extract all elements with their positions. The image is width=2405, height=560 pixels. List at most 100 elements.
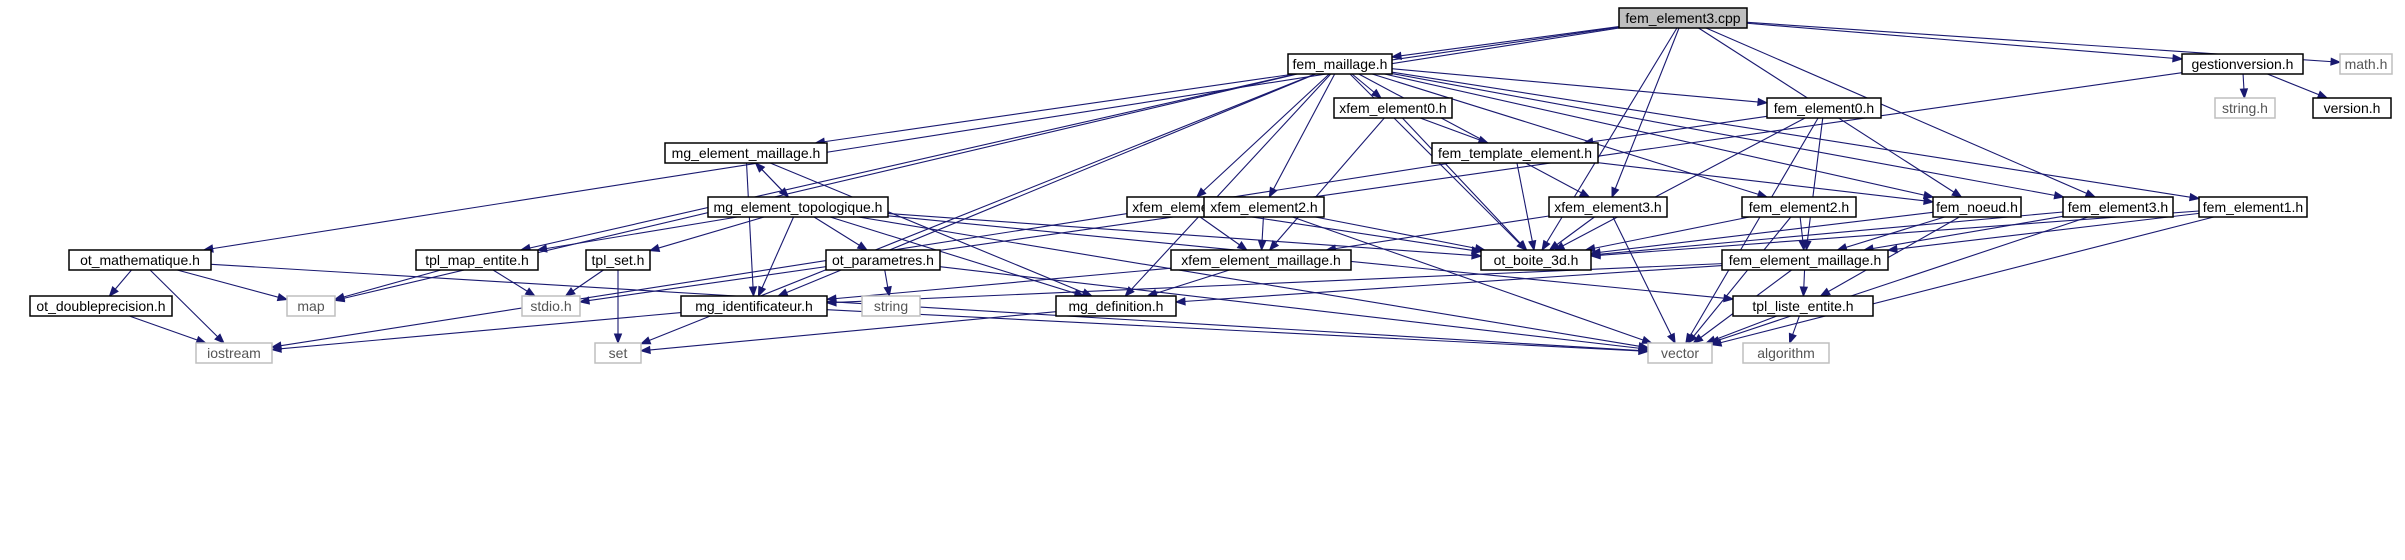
node-fem-noeud[interactable]: fem_noeud.h	[1932, 196, 2022, 218]
node-algorithm: algorithm	[1742, 342, 1830, 364]
node-gestionversion[interactable]: gestionversion.h	[2181, 53, 2304, 75]
node-math: math.h	[2339, 53, 2393, 75]
node-tpl-liste-entite[interactable]: tpl_liste_entite.h	[1732, 295, 1874, 317]
node-label: fem_element3.cpp	[1625, 10, 1740, 26]
node-version[interactable]: version.h	[2312, 97, 2392, 119]
node-label: tpl_liste_entite.h	[1752, 298, 1853, 314]
edge-arrowhead	[748, 286, 758, 298]
edge-arrowhead	[1951, 188, 1963, 198]
edges-layer	[108, 21, 2342, 356]
edge-arrowhead	[1589, 251, 1601, 260]
node-ot-mathematique[interactable]: ot_mathematique.h	[68, 249, 212, 271]
node-xfem-element0[interactable]: xfem_element0.h	[1333, 97, 1453, 119]
node-label: tpl_set.h	[592, 252, 645, 268]
edge-arrowhead	[1257, 240, 1267, 252]
edge-root-to-fem_maillage	[1391, 26, 1620, 58]
node-ot-doubleprecision[interactable]: ot_doubleprecision.h	[29, 295, 173, 317]
node-mg-element-maillage[interactable]: mg_element_maillage.h	[664, 142, 828, 164]
node-fem-element1[interactable]: fem_element1.h	[2198, 196, 2308, 218]
node-box	[415, 249, 539, 271]
edge-ot_mathematique-to-map	[177, 269, 288, 301]
node-fem-element-maillage[interactable]: fem_element_maillage.h	[1721, 249, 1889, 271]
node-vector: vector	[1647, 342, 1713, 364]
edge-xfem_element1-to-xfem_element_maillage	[1199, 216, 1248, 251]
edge-fem_element1-to-fem_element_maillage	[1887, 212, 2200, 251]
edge-arrowhead	[1390, 51, 1402, 60]
node-label: tpl_map_entite.h	[425, 252, 529, 268]
edge-fem_element0-to-fem_element_maillage	[1805, 117, 1824, 251]
edge-arrowhead	[1641, 335, 1653, 344]
node-string: string	[861, 295, 921, 317]
node-mg-element-topologique[interactable]: mg_element_topologique.h	[707, 196, 889, 218]
node-mg-definition[interactable]: mg_definition.h	[1055, 295, 1177, 317]
node-xfem-element2[interactable]: xfem_element2.h	[1203, 196, 1325, 218]
node-box	[1721, 249, 1889, 271]
node-xfem-element3[interactable]: xfem_element3.h	[1548, 196, 1668, 218]
edge-xfem_element_maillage-to-mg_definition	[1147, 269, 1230, 297]
node-box	[1431, 142, 1599, 164]
edge-xfem_element0-to-ot_boite_3d	[1402, 117, 1527, 251]
edge-arrowhead	[1819, 287, 1831, 297]
node-ot-parametres[interactable]: ot_parametres.h	[825, 249, 941, 271]
node-fem-element0[interactable]: fem_element0.h	[1766, 97, 1882, 119]
edge-xfem_element1-to-ot_boite_3d	[1244, 215, 1482, 253]
node-mg-identificateur[interactable]: mg_identificateur.h	[680, 295, 828, 317]
node-label: gestionversion.h	[2192, 56, 2294, 72]
node-fem-maillage[interactable]: fem_maillage.h	[1287, 53, 1393, 75]
node-box	[707, 196, 889, 218]
node-set: set	[594, 342, 642, 364]
node-box	[1618, 7, 1748, 29]
node-string-h: string.h	[2214, 97, 2276, 119]
node-label: string.h	[2222, 100, 2268, 116]
node-label: mg_definition.h	[1069, 298, 1164, 314]
edge-arrowhead	[270, 344, 282, 353]
edge-fem_maillage-to-xfem_element3	[1358, 73, 1590, 198]
edge-fem_maillage-to-xfem_element2	[1268, 73, 1336, 198]
node-fem-element2[interactable]: fem_element2.h	[1741, 196, 1857, 218]
edge-fem_maillage-to-tpl_map_entite	[520, 73, 1297, 251]
node-label: version.h	[2324, 100, 2381, 116]
edge-xfem_element3-to-vector	[1612, 216, 1676, 344]
node-label: fem_element0.h	[1774, 100, 1874, 116]
node-fem-template-element[interactable]: fem_template_element.h	[1431, 142, 1599, 164]
edge-arrowhead	[1611, 186, 1620, 199]
edge-xfem_element3-to-xfem_element_maillage	[1326, 215, 1550, 251]
node-label: xfem_element0.h	[1339, 100, 1446, 116]
edge-arrowhead	[1638, 346, 1650, 356]
edge-fem_element2-to-ot_boite_3d	[1585, 216, 1750, 251]
edge-fem_maillage-to-fem_element0	[1391, 68, 1768, 104]
node-label: mg_element_maillage.h	[672, 145, 821, 161]
node-box	[2339, 53, 2393, 75]
node-root[interactable]: fem_element3.cpp	[1618, 7, 1748, 29]
node-label: fem_template_element.h	[1438, 145, 1592, 161]
edge-fem_element_maillage-to-mg_definition	[1175, 264, 1723, 303]
node-label: ot_parametres.h	[832, 252, 934, 268]
edge-arrowhead	[1081, 288, 1094, 297]
edge-fem_element1-to-ot_boite_3d	[1590, 210, 2200, 257]
edge-fem_maillage-to-fem_element1	[1391, 71, 2200, 200]
node-box	[1742, 342, 1830, 364]
edge-arrowhead	[333, 292, 346, 301]
node-xfem-element-maillage[interactable]: xfem_element_maillage.h	[1170, 249, 1352, 271]
edge-fem_maillage-to-mg_definition	[1124, 73, 1332, 297]
node-ot-boite-3d[interactable]: ot_boite_3d.h	[1480, 249, 1592, 271]
edge-ot_parametres-to-vector	[939, 266, 1649, 350]
node-box	[2312, 97, 2392, 119]
node-box	[680, 295, 828, 317]
node-iostream: iostream	[195, 342, 273, 364]
node-fem-element3[interactable]: fem_element3.h	[2062, 196, 2174, 218]
edge-arrowhead	[2239, 88, 2249, 100]
node-tpl-set[interactable]: tpl_set.h	[585, 249, 651, 271]
edge-fem_template_element-to-ot_boite_3d	[1516, 162, 1535, 251]
edge-arrowhead	[1757, 97, 1769, 107]
edge-arrowhead	[1268, 186, 1278, 199]
edge-ot_mathematique-to-vector	[210, 263, 1649, 352]
node-box	[1203, 196, 1325, 218]
node-tpl-map-entite[interactable]: tpl_map_entite.h	[415, 249, 539, 271]
node-box	[1732, 295, 1874, 317]
edge-mg_identificateur-to-iostream	[271, 312, 682, 351]
edge-arrowhead	[1923, 196, 1935, 205]
edge-arrowhead	[1370, 88, 1383, 99]
edge-xfem_element2-to-ot_boite_3d	[1315, 216, 1485, 251]
